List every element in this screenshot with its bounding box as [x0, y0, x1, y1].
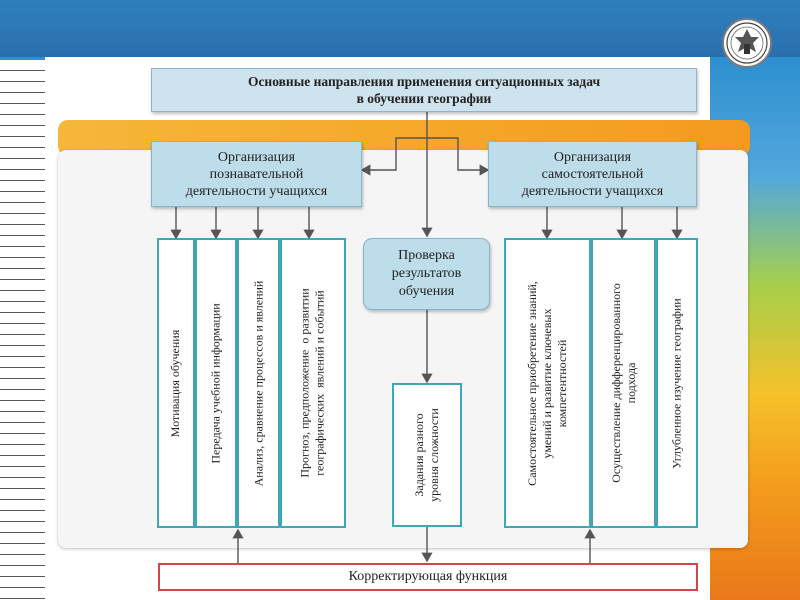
right-org-box: Организация самостоятельной деятельности…	[488, 141, 697, 207]
left-org-box: Организация познавательной деятельности …	[151, 141, 362, 207]
university-emblem-icon	[722, 18, 772, 68]
tasks-label: Задания разного уровня сложности	[412, 408, 442, 502]
left-column-3-label: Анализ, сравнение процессов и явлений	[251, 280, 266, 486]
right-column-1-label: Самостоятельное приобретение знаний, уме…	[525, 280, 569, 486]
left-column-2-label: Передача учебной информации	[208, 302, 223, 464]
correction-function-box: Корректирующая функция	[158, 563, 698, 591]
left-column-1-label: Мотивация обучения	[168, 329, 183, 437]
right-column-2: Осуществление дифференцированного подход…	[591, 238, 656, 528]
right-column-3: Углубленное изучение географии	[656, 238, 698, 528]
left-column-2: Передача учебной информации	[195, 238, 237, 528]
tasks-box: Задания разного уровня сложности	[392, 383, 462, 527]
left-column-4-label: Прогноз, предположение о развитии геогра…	[298, 288, 327, 478]
right-column-3-label: Углубленное изучение географии	[669, 297, 684, 469]
right-column-2-label: Осуществление дифференцированного подход…	[608, 283, 638, 483]
notebook-lines	[0, 60, 45, 600]
left-column-4: Прогноз, предположение о развитии геогра…	[280, 238, 346, 528]
header-bar	[0, 0, 800, 57]
diagram-title: Основные направления применения ситуацио…	[151, 68, 697, 112]
right-column-1: Самостоятельное приобретение знаний, уме…	[504, 238, 591, 528]
left-column-3: Анализ, сравнение процессов и явлений	[237, 238, 280, 528]
left-column-1: Мотивация обучения	[157, 238, 195, 528]
check-results-box: Проверка результатов обучения	[363, 238, 490, 310]
